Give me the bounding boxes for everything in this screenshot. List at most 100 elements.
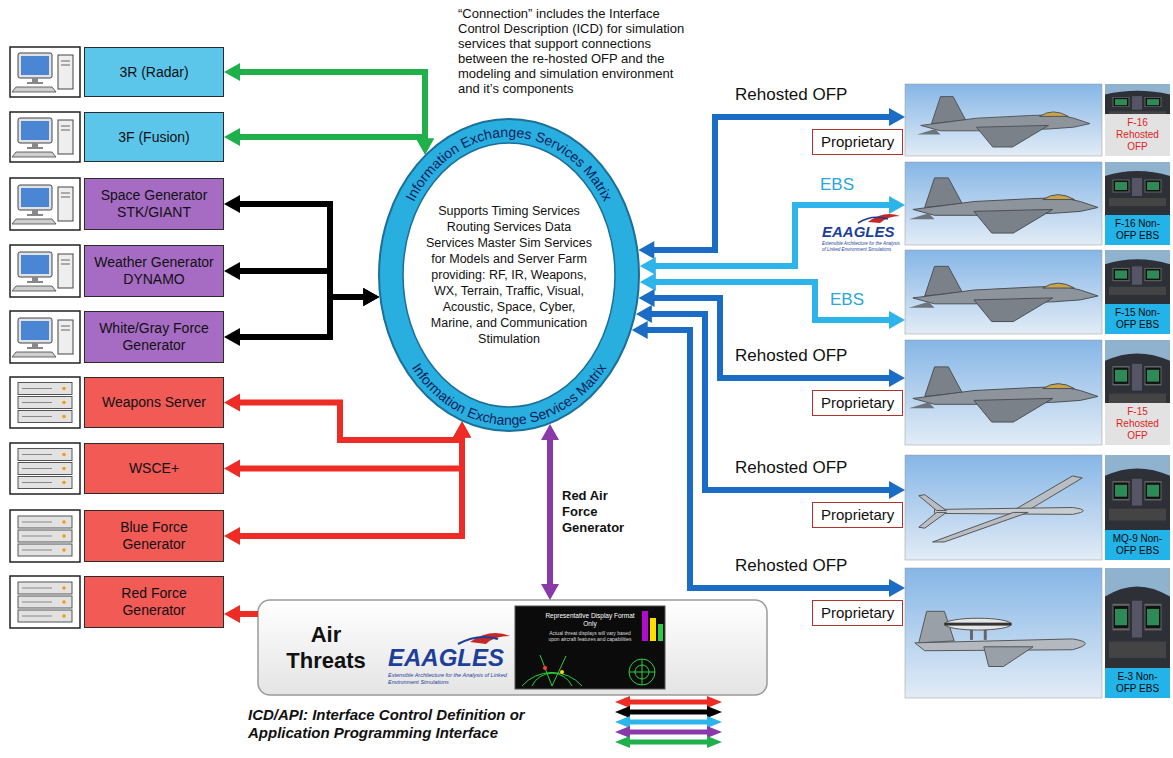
legend-arrows: [615, 696, 722, 748]
ring-body-text: Supports Timing Services Routing Service…: [425, 203, 593, 347]
air-threats-panel: Air Threats: [258, 600, 767, 695]
cockpit-photo: [1105, 568, 1170, 698]
aircraft-panel: E-3 Non- OFP EBS: [905, 568, 1170, 698]
legend-arrows: [615, 716, 722, 728]
aircraft-photo: [905, 568, 1102, 698]
connector: [224, 605, 258, 623]
box-label: White/Gray Force Generator: [89, 320, 219, 354]
aircraft-caption: F-16 Rehosted OFP: [1105, 114, 1170, 156]
service-box: WSCE+: [84, 443, 224, 494]
arrow-head: [639, 289, 655, 307]
connector-label: EBS: [830, 290, 864, 310]
connector-label: Rehosted OFP: [735, 346, 847, 366]
arrow-head: [889, 311, 905, 329]
computer-icon: [12, 118, 73, 157]
connector-line: [238, 137, 425, 141]
arrow-head: [363, 288, 379, 306]
connector-line: [238, 436, 462, 469]
computer-icon: [12, 53, 73, 92]
connector-line: [238, 297, 365, 337]
cockpit-photo: [1105, 340, 1170, 406]
connector: [224, 288, 379, 346]
threat-display-screenshot: [650, 618, 656, 641]
arrow-head: [632, 321, 648, 339]
cockpit-photo: [1105, 568, 1170, 658]
logo-subtitle: Extensible Architecture for the Analysis…: [822, 241, 902, 252]
ring-inner: [403, 143, 615, 407]
aircraft-panel: F-15 Non- OFP EBS: [905, 250, 1170, 334]
display-note: Actual threat displays will vary based u…: [545, 630, 635, 642]
arrow-head: [889, 481, 905, 499]
arrow-head: [224, 527, 240, 545]
aircraft-photo: [905, 162, 1102, 245]
threat-display-screenshot: [642, 611, 648, 641]
eaagles-logo-mark: [458, 637, 498, 644]
proprietary-label: Proprietary: [821, 393, 894, 413]
logo-subtitle: Extensible Architecture for the Analysis…: [388, 672, 510, 686]
connector: [639, 289, 905, 387]
connector: [224, 195, 379, 306]
cockpit-photo: [1105, 455, 1170, 521]
connector: [632, 321, 905, 597]
arrow-head: [541, 424, 559, 440]
box-label: 3F (Fusion): [118, 129, 190, 146]
server-icon: [10, 576, 80, 628]
aircraft-photo: [905, 455, 1102, 560]
box-label: Red Force Generator: [89, 585, 219, 619]
arrow-head: [889, 369, 905, 387]
box-label: Weather Generator DYNAMO: [89, 254, 219, 288]
cockpit-photo: [1105, 340, 1170, 445]
computer-icon: [10, 47, 80, 97]
cockpit-photo: [1105, 84, 1170, 117]
connector-line: [238, 403, 462, 441]
services-matrix-ring: Information Exchanges Services MatrixInf…: [378, 118, 640, 432]
connector-line: [238, 611, 258, 617]
connector-line: [238, 204, 365, 297]
box-label: Weapons Server: [102, 394, 206, 411]
aircraft-panel: MQ-9 Non- OFP EBS: [905, 455, 1170, 560]
connector-line: [238, 72, 425, 141]
server-icon: [18, 516, 72, 556]
box-label: Space Generator STK/GIANT: [89, 187, 219, 221]
ring-label: Information Exchange Services Matrix: [409, 360, 609, 428]
aircraft-caption: F-16 Non- OFP EBS: [1105, 215, 1170, 245]
threat-display-screenshot: [552, 656, 566, 686]
arrow-head: [638, 241, 654, 259]
connector-label: Rehosted OFP: [735, 85, 847, 105]
proprietary-label: Proprietary: [821, 505, 894, 525]
server-icon: [10, 377, 80, 428]
server-icon: [18, 383, 72, 423]
aircraft-panel: F-16 Rehosted OFP: [905, 84, 1170, 156]
service-box: Blue Force Generator: [84, 510, 224, 562]
connector: [640, 196, 905, 275]
connector-line: [547, 438, 553, 586]
arrow-head: [889, 196, 905, 214]
arrow-head: [640, 273, 656, 291]
threat-display-screenshot: [522, 672, 582, 686]
threat-display-screenshot: [560, 670, 564, 674]
connector-label: Rehosted OFP: [735, 458, 847, 478]
computer-icon: [10, 178, 80, 230]
arrow-head: [363, 288, 379, 306]
proprietary-tag: Proprietary: [812, 502, 903, 528]
arrow-head: [636, 305, 652, 323]
connector-label: Red Air Force Generator: [562, 488, 642, 536]
connector: [636, 305, 905, 499]
ring-label: Information Exchanges Services Matrix: [402, 124, 615, 204]
connector: [541, 424, 559, 600]
threat-panel: [258, 600, 767, 695]
aircraft-caption: E-3 Non- OFP EBS: [1105, 668, 1170, 698]
arrow-head: [224, 460, 240, 478]
threat-display-screenshot: [658, 624, 663, 641]
server-icon: [10, 510, 80, 562]
legend-arrows: [615, 696, 722, 708]
arrow-head: [224, 195, 240, 213]
arrow-head: [541, 584, 559, 600]
threat-display-screenshot: [532, 673, 572, 686]
connector-line: [238, 271, 365, 297]
computer-icon: [10, 311, 80, 363]
box-label: WSCE+: [129, 460, 179, 477]
aircraft-panel: F-16 Non- OFP EBS: [905, 162, 1170, 245]
cockpit-photo: [1105, 162, 1170, 206]
ring-label-path: Information Exchanges Services Matrix: [402, 124, 615, 204]
